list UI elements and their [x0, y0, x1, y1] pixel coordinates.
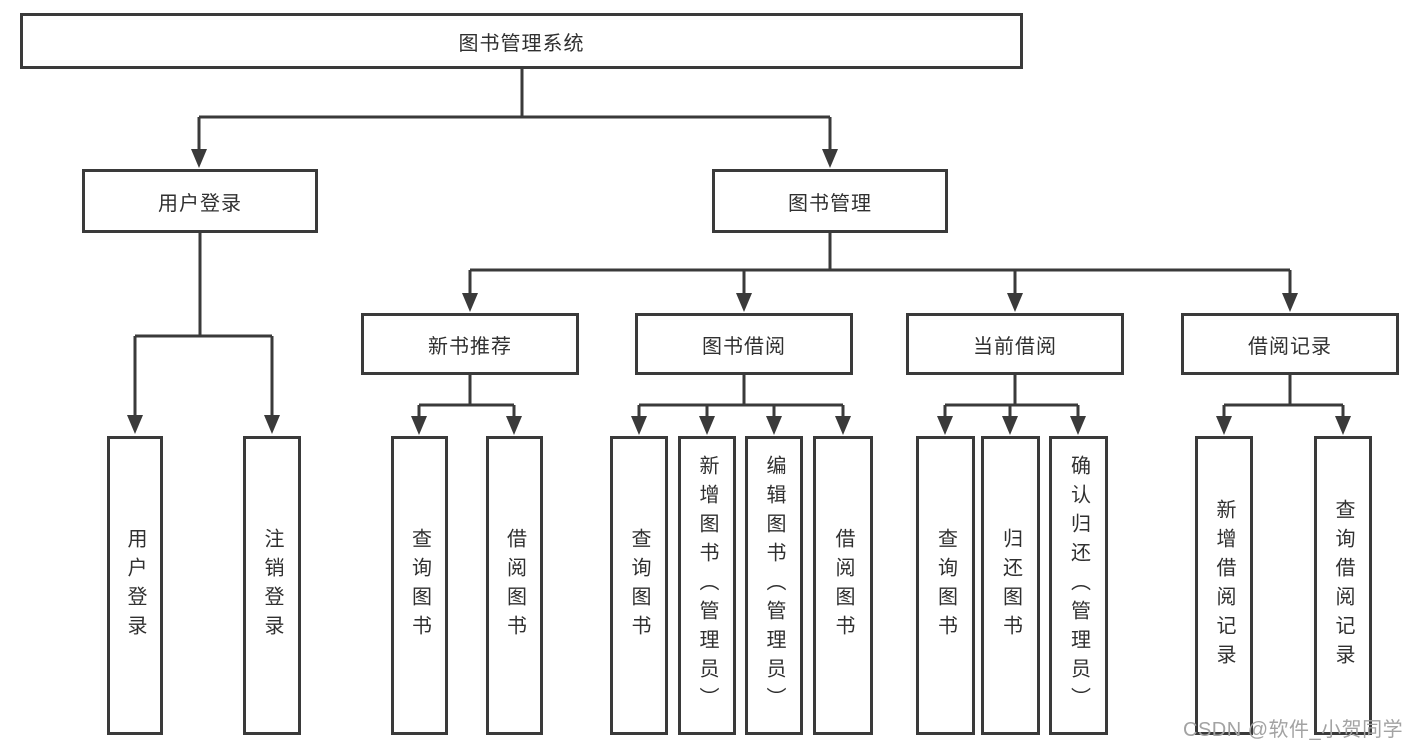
node-label: 图书管理系统 — [458, 32, 585, 55]
node-label: 用户登录 — [124, 527, 146, 644]
leaf-query-borrow-record: 查询借阅记录 — [1314, 436, 1372, 735]
leaf-borrow-books: 借阅图书 — [813, 436, 873, 735]
node-label: 查询借阅记录 — [1332, 498, 1354, 673]
node-current-borrowing: 当前借阅 — [906, 313, 1124, 375]
leaf-query-books-borrowing: 查询图书 — [610, 436, 668, 735]
node-label: 编辑图书（管理员） — [763, 455, 785, 716]
node-label: 确认归还（管理员） — [1067, 455, 1090, 716]
leaf-logout: 注销登录 — [243, 436, 301, 735]
node-label: 查询图书 — [408, 527, 431, 644]
node-label: 当前借阅 — [973, 335, 1057, 358]
leaf-query-books-current: 查询图书 — [916, 436, 975, 735]
leaf-return-books: 归还图书 — [981, 436, 1040, 735]
node-label: 查询图书 — [628, 527, 650, 644]
node-root-system: 图书管理系统 — [20, 13, 1023, 69]
csdn-watermark: CSDN @软件_小贺同学 — [1183, 719, 1404, 741]
node-label: 新增图书（管理员） — [696, 455, 718, 716]
leaf-edit-books-admin: 编辑图书（管理员） — [745, 436, 803, 735]
node-label: 借阅图书 — [503, 527, 526, 644]
node-book-management-branch: 图书管理 — [712, 169, 948, 233]
leaf-add-books-admin: 新增图书（管理员） — [678, 436, 736, 735]
node-label: 新书推荐 — [428, 335, 512, 358]
node-label: 借阅记录 — [1248, 335, 1332, 358]
node-label: 借阅图书 — [832, 527, 854, 644]
node-new-book-recommend: 新书推荐 — [361, 313, 579, 375]
leaf-add-borrow-record: 新增借阅记录 — [1195, 436, 1253, 735]
node-label: 新增借阅记录 — [1213, 498, 1235, 673]
node-label: 查询图书 — [934, 527, 957, 644]
node-user-login-branch: 用户登录 — [82, 169, 318, 233]
node-label: 图书借阅 — [702, 335, 786, 358]
node-label: 归还图书 — [999, 527, 1022, 644]
leaf-borrow-books-recommend: 借阅图书 — [486, 436, 543, 735]
node-label: 用户登录 — [158, 192, 242, 215]
leaf-user-login: 用户登录 — [107, 436, 163, 735]
leaf-query-books-recommend: 查询图书 — [391, 436, 448, 735]
node-borrowing-records: 借阅记录 — [1181, 313, 1399, 375]
leaf-confirm-return-admin: 确认归还（管理员） — [1049, 436, 1108, 735]
node-book-borrowing: 图书借阅 — [635, 313, 853, 375]
node-label: 图书管理 — [788, 192, 872, 215]
node-label: 注销登录 — [261, 527, 283, 644]
